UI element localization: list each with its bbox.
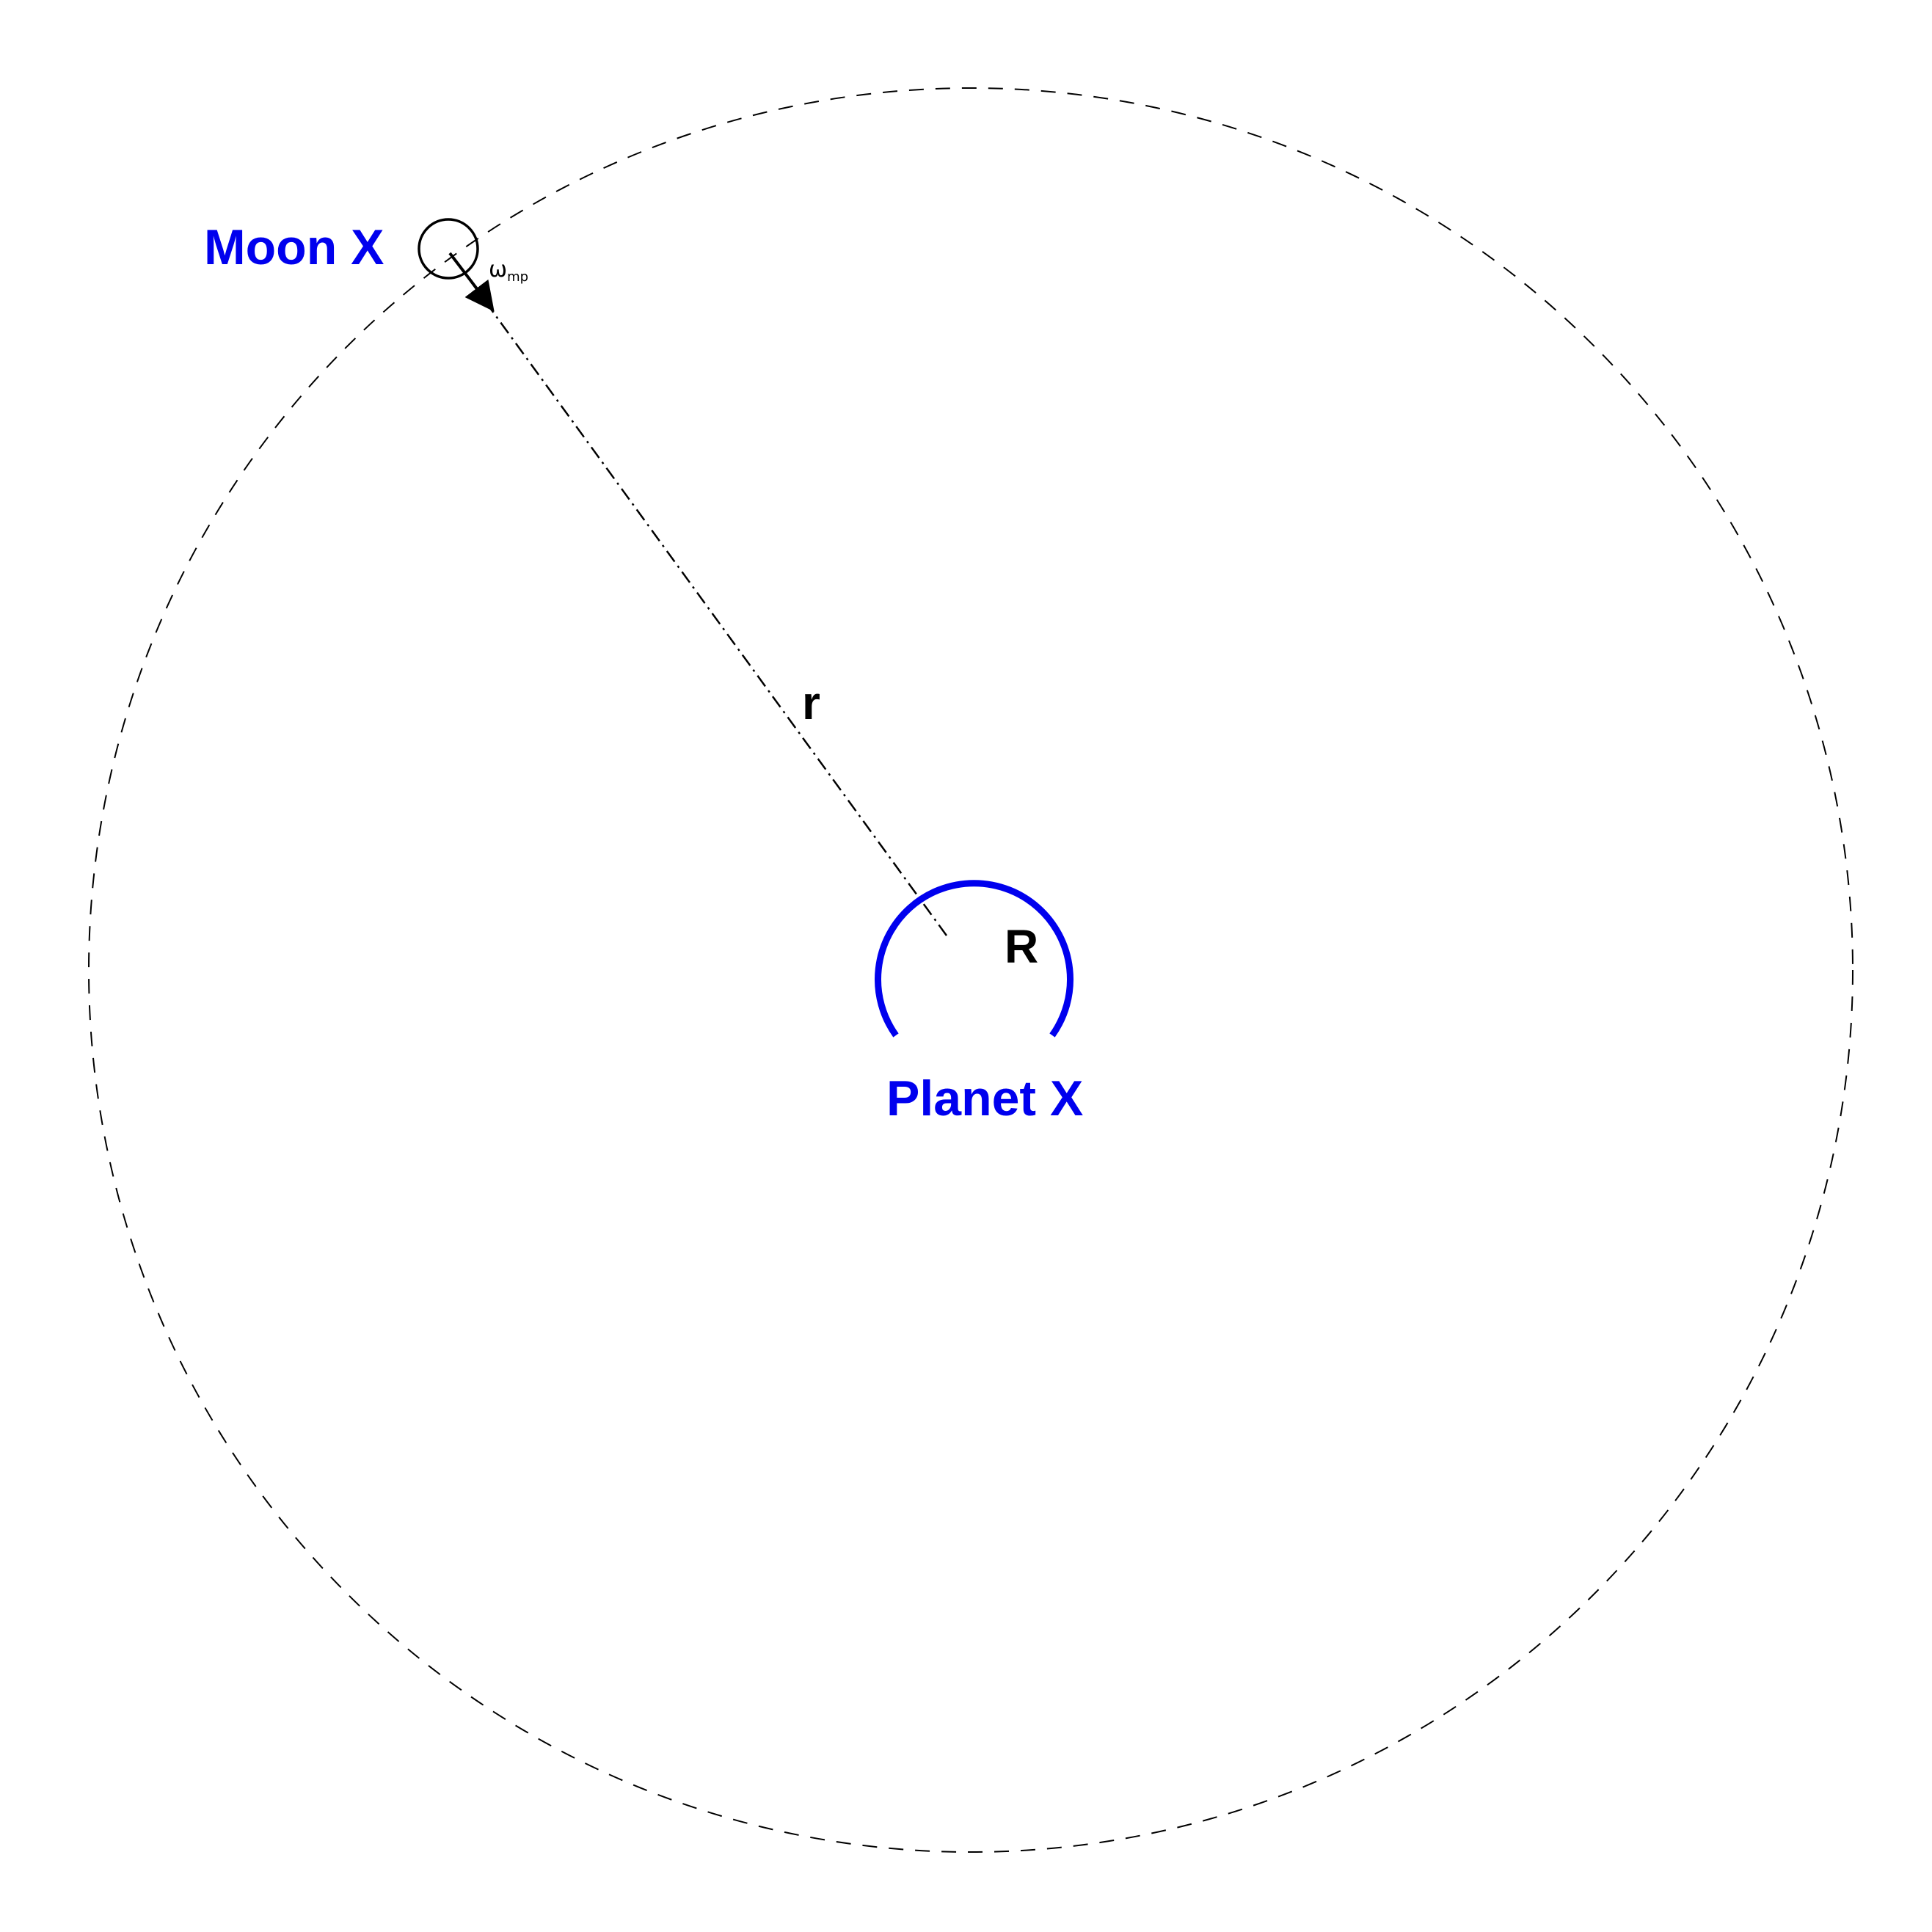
omega-subscript: mp — [507, 269, 528, 285]
moon-body — [418, 218, 479, 280]
angular-velocity-label: ωmp — [489, 257, 528, 285]
planet-label: Planet X — [886, 1071, 1083, 1126]
planet-radius-label: R — [1005, 920, 1038, 973]
moon-label: Moon X — [204, 219, 384, 275]
orbit-radius-label: r — [802, 677, 820, 729]
orbit-path — [88, 87, 1853, 1853]
orbit-radius-line — [450, 254, 948, 936]
angular-velocity-arrow — [448, 252, 495, 312]
omega-symbol: ω — [489, 257, 507, 282]
planet-outline — [875, 880, 1073, 1038]
